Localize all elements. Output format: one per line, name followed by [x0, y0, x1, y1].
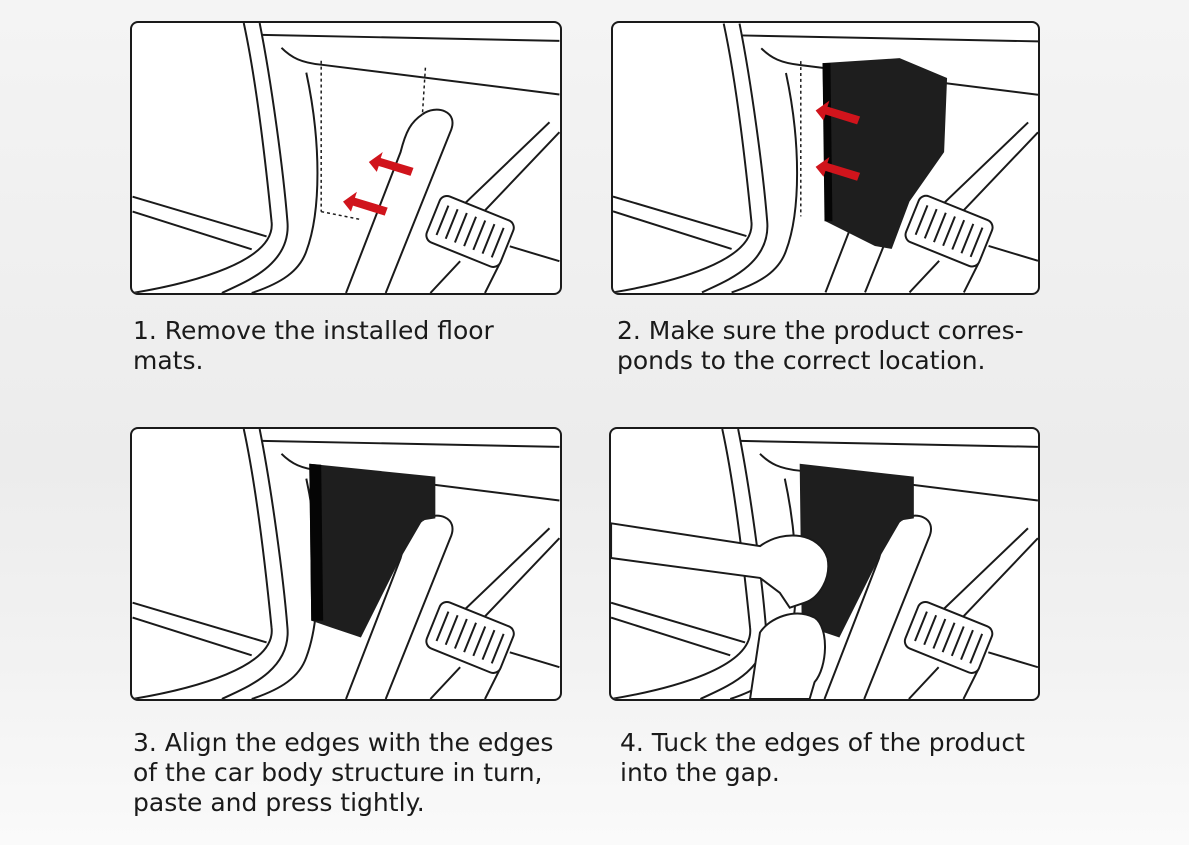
step-2-illustration [611, 21, 1040, 295]
step-4-caption: 4. Tuck the edges of the product into th… [620, 728, 1025, 788]
product-panel [309, 463, 436, 638]
step-3-caption: 3. Align the edges with the edges of the… [133, 728, 553, 818]
caption-line: ponds to the correct location. [617, 346, 986, 375]
step-3-illustration [130, 427, 562, 701]
step-1-illustration [130, 21, 562, 295]
caption-line: 2. Make sure the product corres- [617, 316, 1024, 345]
caption-line: mats. [133, 346, 204, 375]
step-1-caption: 1. Remove the installed floor mats. [133, 316, 494, 376]
step-4-illustration [609, 427, 1040, 701]
caption-line: 1. Remove the installed floor [133, 316, 494, 345]
caption-line: of the car body structure in turn, [133, 758, 543, 787]
caption-line: 3. Align the edges with the edges [133, 728, 554, 757]
product-panel [799, 463, 914, 638]
arrow-icon [368, 152, 414, 176]
caption-line: 4. Tuck the edges of the product [620, 728, 1025, 757]
step-2-caption: 2. Make sure the product corres- ponds t… [617, 316, 1024, 376]
caption-line: into the gap. [620, 758, 780, 787]
product-panel [822, 58, 948, 249]
hands [611, 522, 830, 699]
caption-line: paste and press tightly. [133, 788, 425, 817]
